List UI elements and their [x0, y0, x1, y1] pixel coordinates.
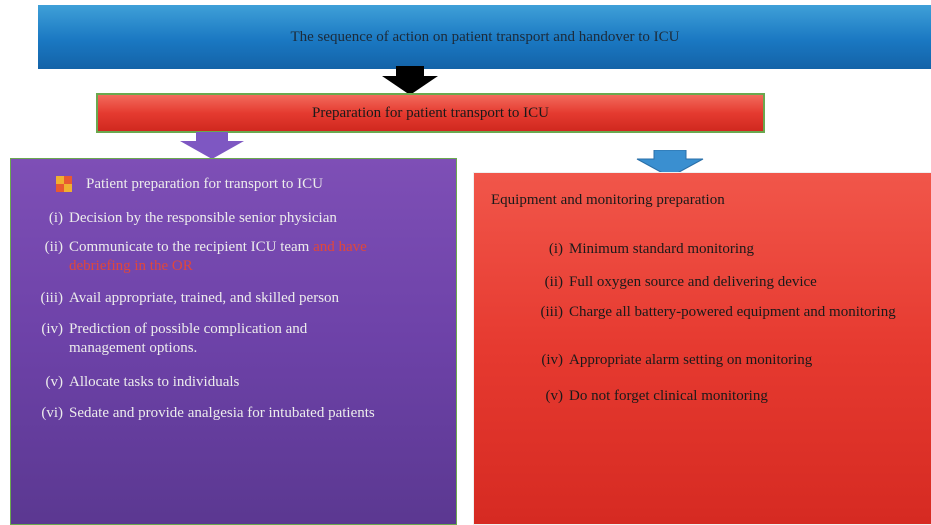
patient-item: (iv) Prediction of possible complication… [41, 321, 308, 356]
preparation-box: Preparation for patient transport to ICU [96, 93, 765, 133]
equipment-item: (i) Minimum standard monitoring [548, 241, 754, 257]
patient-preparation-box: Patient preparation for transport to ICU… [10, 158, 457, 525]
title-text: The sequence of action on patient transp… [290, 28, 680, 45]
highlighted-text: and have debriefing in the OR [69, 239, 367, 274]
equipment-item: (iv) Appropriate alarm setting on monito… [541, 352, 813, 368]
patient-item: (i) Decision by the responsible senior p… [48, 210, 337, 226]
patient-item: (ii) Communicate to the recipient ICU te… [44, 239, 367, 274]
patient-preparation-heading-text: Patient preparation for transport to ICU [86, 176, 324, 192]
patient-item: (iii) Avail appropriate, trained, and sk… [40, 290, 340, 306]
equipment-item: (iii) Charge all battery-powered equipme… [540, 304, 896, 320]
square-bullet-icon [56, 176, 72, 192]
arrow-down-purple-icon [180, 132, 244, 159]
patient-preparation-heading: Patient preparation for transport to ICU [56, 175, 323, 193]
title-box: The sequence of action on patient transp… [38, 5, 931, 69]
patient-item: (v) Allocate tasks to individuals [45, 374, 240, 390]
equipment-item: (ii) Full oxygen source and delivering d… [544, 274, 817, 290]
patient-item: (vi) Sedate and provide analgesia for in… [41, 405, 375, 421]
preparation-text: Preparation for patient transport to ICU [311, 104, 550, 121]
arrow-down-blue-icon [636, 150, 704, 178]
equipment-monitoring-box: Equipment and monitoring preparation (i)… [473, 172, 931, 525]
arrow-down-black-icon [382, 66, 438, 95]
equipment-monitoring-heading: Equipment and monitoring preparation [491, 192, 725, 208]
equipment-item: (v) Do not forget clinical monitoring [545, 388, 768, 404]
